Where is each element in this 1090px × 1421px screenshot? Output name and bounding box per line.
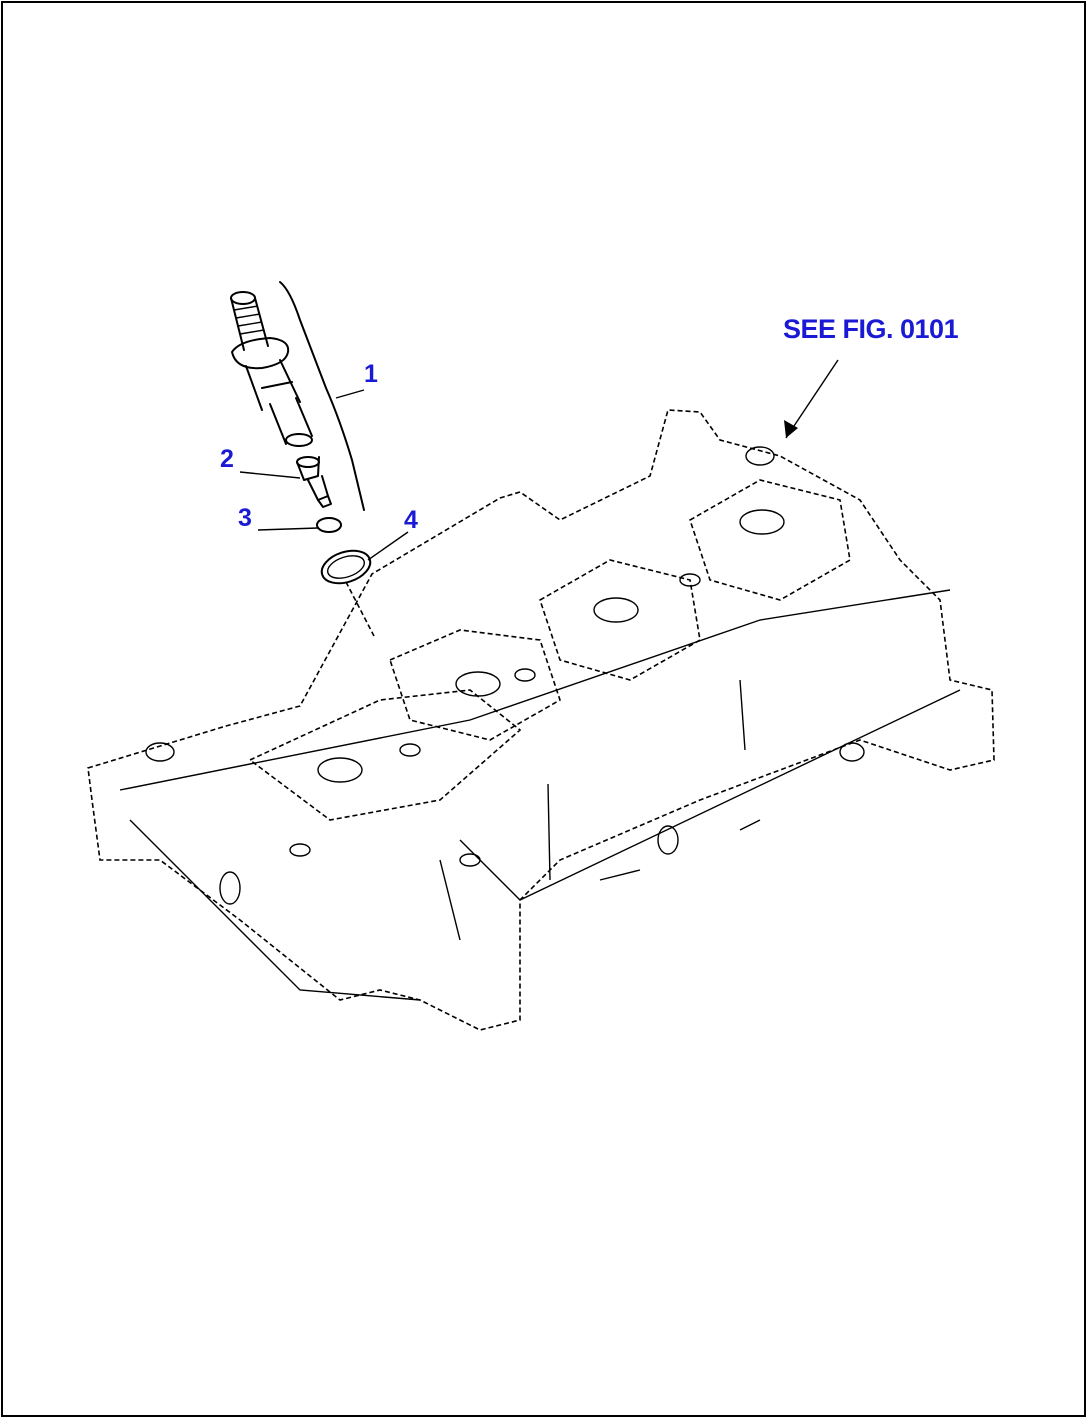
washer-part [316, 517, 342, 533]
cylinder-head-block [87, 409, 995, 1031]
nozzle-part [296, 456, 332, 508]
nozzle-holder-part [230, 291, 313, 447]
see-figure-reference[interactable]: SEE FIG. 0101 [783, 314, 959, 344]
callout-2: 2 [220, 445, 234, 473]
assembly-bracket-line [279, 281, 365, 511]
callout-4: 4 [404, 506, 418, 534]
callout-1: 1 [364, 360, 378, 388]
callout-3: 3 [238, 504, 252, 532]
leader-lines [239, 359, 839, 637]
